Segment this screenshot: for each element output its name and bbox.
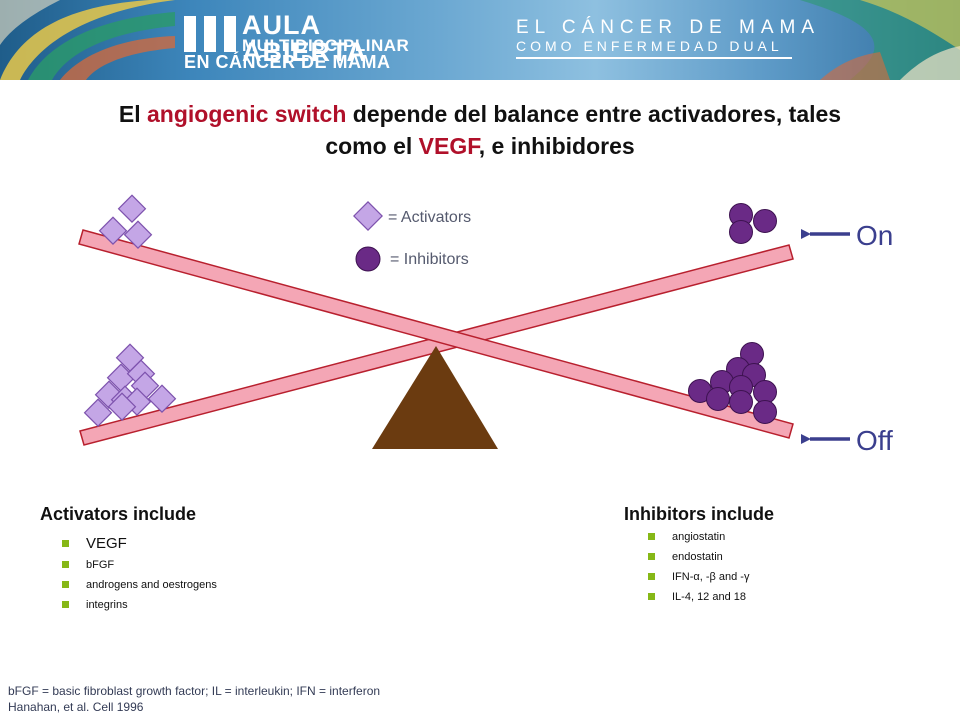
logo-line-2: MULTIDISCIPLINAR bbox=[242, 36, 410, 55]
list-item: IFN-α, -β and -γ bbox=[646, 567, 749, 587]
state-off-label: Off bbox=[856, 425, 893, 456]
legend-inhibitor-circle-icon bbox=[355, 246, 381, 272]
logo-line-1: AULA ABIERTA bbox=[242, 10, 367, 67]
balance-beam-off bbox=[79, 244, 794, 446]
list-item: integrins bbox=[60, 595, 217, 615]
inhibitor-circle bbox=[753, 209, 777, 233]
activators-list: VEGF bbox=[60, 533, 127, 555]
bullet-icon bbox=[648, 593, 655, 600]
balance-beam-on bbox=[78, 229, 794, 439]
list-item-text: VEGF bbox=[86, 535, 127, 552]
list-item-text: IL-4, 12 and 18 bbox=[672, 591, 747, 603]
footnote-citation: Hanahan, et al. Cell 1996 bbox=[8, 700, 144, 714]
mosaic-decoration bbox=[0, 0, 960, 80]
activator-diamond bbox=[106, 363, 136, 392]
inhibitors-off bbox=[688, 342, 777, 424]
bullet-icon bbox=[648, 573, 655, 580]
list-item-text: angiostatin bbox=[672, 531, 726, 543]
activators-on bbox=[98, 194, 153, 249]
activators-off bbox=[83, 343, 177, 427]
list-item: VEGF bbox=[60, 533, 127, 555]
activators-heading: Activators include bbox=[40, 504, 197, 524]
inhibitors-list: angiostatin endostatin IFN-α, -β and -γ … bbox=[646, 527, 749, 607]
bullet-icon bbox=[648, 553, 655, 560]
activators-list-small: bFGF androgens and oestrogens integrins bbox=[60, 555, 217, 615]
bullet-icon bbox=[62, 540, 69, 547]
activator-diamond bbox=[98, 216, 128, 245]
footnote-abbreviations: bFGF = basic fibroblast growth factor; I… bbox=[8, 684, 381, 698]
title-part-3: como el bbox=[325, 133, 419, 159]
bullet-icon bbox=[648, 533, 655, 540]
header-subtitle-2: COMO ENFERMEDAD DUAL bbox=[516, 38, 783, 54]
state-on-label: On bbox=[856, 220, 894, 251]
header-underline bbox=[516, 57, 792, 59]
inhibitors-on bbox=[729, 203, 777, 244]
inhibitor-circle bbox=[753, 400, 777, 424]
logo: AULA ABIERTA MULTIDISCIPLINAR EN CÁNCER … bbox=[184, 10, 420, 72]
title-part-2: depende del balance entre activadores, t… bbox=[346, 101, 842, 127]
list-item: endostatin bbox=[646, 547, 749, 567]
bullet-icon bbox=[62, 581, 69, 588]
legend-inhibitors-label: = Inhibitors bbox=[390, 251, 469, 268]
inhibitor-circle bbox=[729, 220, 753, 244]
fulcrum bbox=[372, 346, 498, 449]
activator-diamond bbox=[117, 194, 147, 223]
title-highlight-angiogenic-switch: angiogenic switch bbox=[147, 101, 347, 127]
legend-activators-label: = Activators bbox=[388, 209, 472, 226]
title-highlight-vegf: VEGF bbox=[418, 133, 479, 159]
activator-diamond bbox=[147, 384, 177, 413]
logo-bars-icon bbox=[184, 16, 238, 52]
logo-line-3: EN CÁNCER DE MAMA bbox=[184, 52, 391, 72]
list-item-text: bFGF bbox=[86, 559, 115, 571]
legend-activator-diamond-icon bbox=[353, 201, 383, 231]
inhibitors-heading: Inhibitors include bbox=[624, 504, 775, 524]
activator-diamond bbox=[123, 220, 153, 249]
list-item-text: integrins bbox=[86, 599, 128, 611]
list-item: angiostatin bbox=[646, 527, 749, 547]
title-part-4: , e inhibidores bbox=[478, 133, 635, 159]
inhibitor-circle bbox=[729, 390, 753, 414]
list-item: androgens and oestrogens bbox=[60, 575, 217, 595]
activator-diamond bbox=[107, 392, 137, 421]
list-item: bFGF bbox=[60, 555, 217, 575]
header-subtitle-1: EL CÁNCER DE MAMA bbox=[516, 17, 820, 38]
bullet-icon bbox=[62, 561, 69, 568]
activator-diamond bbox=[83, 398, 113, 427]
bullet-icon bbox=[62, 601, 69, 608]
list-item-text: endostatin bbox=[672, 551, 723, 563]
title-part-1: El bbox=[118, 101, 148, 127]
inhibitor-circle bbox=[706, 387, 730, 411]
list-item-text: IFN-α, -β and -γ bbox=[672, 571, 750, 583]
slide-title: El angiogenic switch depende del balance… bbox=[20, 98, 940, 162]
list-item-text: androgens and oestrogens bbox=[86, 579, 217, 591]
header-banner: AULA ABIERTA MULTIDISCIPLINAR EN CÁNCER … bbox=[0, 0, 960, 80]
list-item: IL-4, 12 and 18 bbox=[646, 587, 749, 607]
